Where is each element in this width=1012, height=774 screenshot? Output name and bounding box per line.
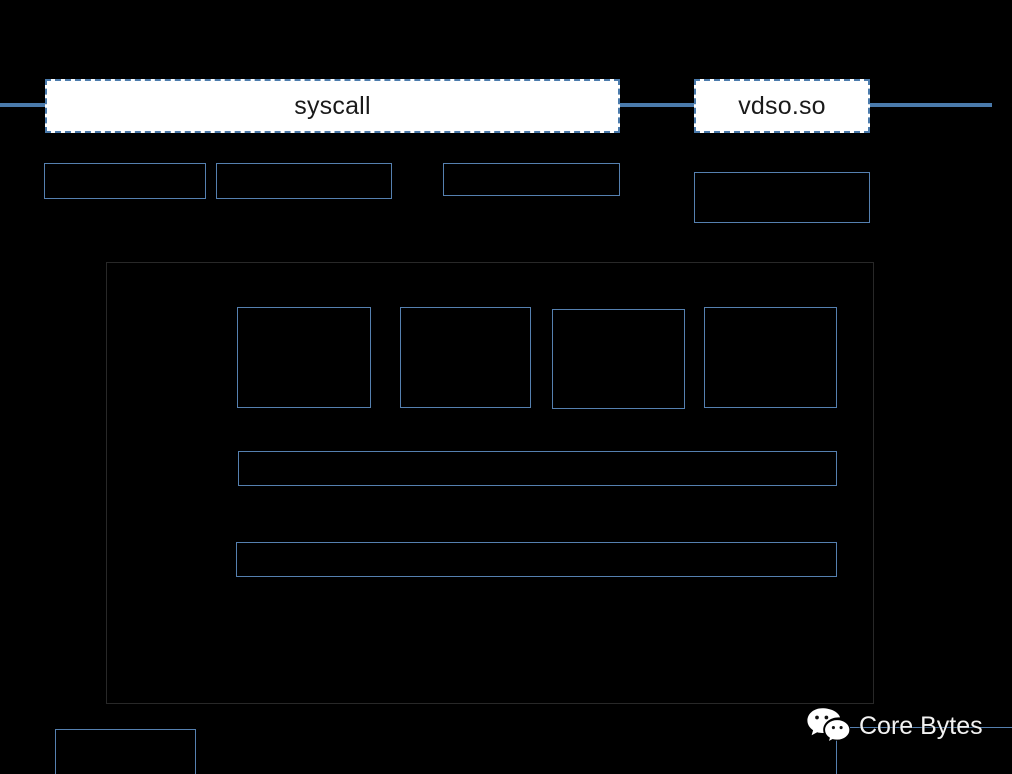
- connector-right-line: [869, 103, 992, 107]
- box-row2-1[interactable]: [237, 307, 371, 408]
- box-row2-4[interactable]: [704, 307, 837, 408]
- box-bottom-right[interactable]: [836, 727, 1012, 774]
- box-bottom-left[interactable]: [55, 729, 196, 774]
- vdso-box[interactable]: vdso.so: [694, 79, 870, 133]
- bar-lower[interactable]: [236, 542, 837, 577]
- bar-upper[interactable]: [238, 451, 837, 486]
- syscall-box-label: syscall: [294, 91, 371, 120]
- box-row2-3[interactable]: [552, 309, 685, 409]
- connector-left-line: [0, 103, 45, 107]
- box-row2-2[interactable]: [400, 307, 531, 408]
- box-row1-2[interactable]: [216, 163, 392, 199]
- box-row1-3[interactable]: [443, 163, 620, 196]
- box-row1-1[interactable]: [44, 163, 206, 199]
- vdso-box-label: vdso.so: [738, 91, 826, 120]
- box-row1-4[interactable]: [694, 172, 870, 223]
- syscall-box[interactable]: syscall: [45, 79, 620, 133]
- connector-middle-line: [620, 103, 695, 107]
